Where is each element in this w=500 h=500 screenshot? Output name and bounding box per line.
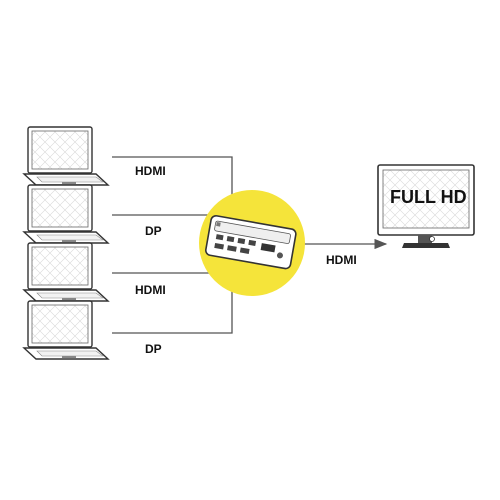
input-connection-lines [112,156,233,334]
input-label-2: DP [145,224,162,238]
laptop-icon [22,242,110,302]
connection-line-1 [112,156,233,205]
kvm-switch-icon [204,214,297,270]
connection-line-4 [112,290,233,334]
laptop-icon [22,126,110,186]
output-label: HDMI [326,253,357,267]
input-label-3: HDMI [135,283,166,297]
monitor-screen-text: FULL HD [390,187,467,207]
input-label-4: DP [145,342,162,356]
laptop-icon [22,300,110,360]
laptop-icon [22,184,110,244]
monitor-icon [377,164,475,248]
input-label-1: HDMI [135,164,166,178]
